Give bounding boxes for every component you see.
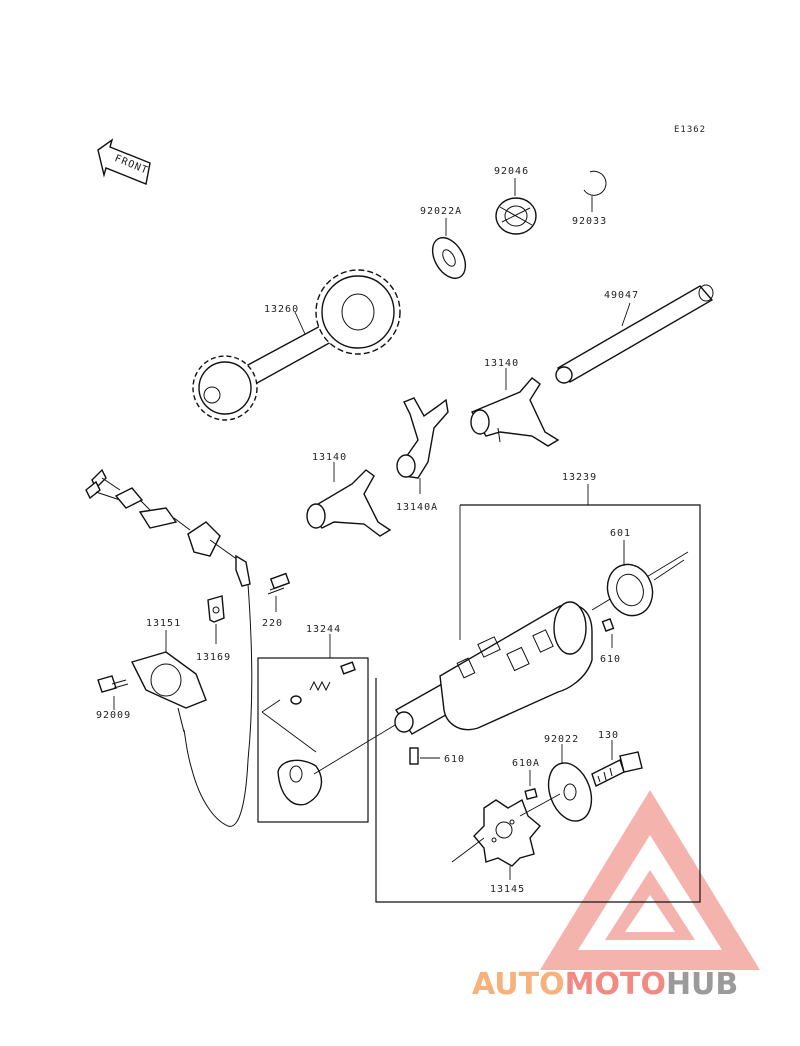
shift-fork-center xyxy=(396,397,449,479)
label-92033: 92033 xyxy=(572,216,607,227)
watermark-text: AUTOMOTOHUB xyxy=(472,967,738,1002)
pin-610-b-icon xyxy=(409,747,419,765)
pin-icon xyxy=(340,661,356,675)
spring-icon xyxy=(309,680,331,692)
box-13244 xyxy=(257,657,369,823)
shift-drum xyxy=(394,551,689,735)
label-13260: 13260 xyxy=(264,304,299,315)
label-13151: 13151 xyxy=(146,618,181,629)
label-220: 220 xyxy=(262,618,283,629)
label-130: 130 xyxy=(598,730,619,741)
box-13239 xyxy=(375,504,701,903)
washer-92022 xyxy=(547,762,593,822)
diagram-code: E1362 xyxy=(674,125,706,135)
shift-fork-left xyxy=(306,469,392,537)
label-92022A: 92022A xyxy=(420,206,462,217)
label-13169: 13169 xyxy=(196,652,231,663)
label-92022: 92022 xyxy=(544,734,579,745)
ball-icon xyxy=(290,695,302,705)
label-13145: 13145 xyxy=(490,884,525,895)
label-13140-b: 13140 xyxy=(312,452,347,463)
label-13140-a: 13140 xyxy=(484,358,519,369)
label-92009: 92009 xyxy=(96,710,131,721)
bolt-220-icon xyxy=(267,572,291,595)
needle-bearing xyxy=(495,197,537,235)
star-cam xyxy=(473,798,541,867)
watermark-moto: MOTO xyxy=(565,967,666,1002)
label-92046: 92046 xyxy=(494,166,529,177)
watermark-hub: HUB xyxy=(666,967,738,1002)
drum-end-cam xyxy=(277,759,323,806)
shift-rod xyxy=(555,284,714,384)
label-13239: 13239 xyxy=(562,472,597,483)
label-13244: 13244 xyxy=(306,624,341,635)
drum-bearing xyxy=(606,563,654,617)
label-610-a: 610 xyxy=(600,654,621,665)
watermark-auto: AUTO xyxy=(472,967,565,1002)
label-601: 601 xyxy=(610,528,631,539)
label-13140A: 13140A xyxy=(396,502,438,513)
watermark-logo-icon xyxy=(540,790,760,970)
screw-92009-icon xyxy=(97,675,129,693)
front-arrow-icon: FRONT xyxy=(97,138,151,185)
label-49047: 49047 xyxy=(604,290,639,301)
gear-shaft xyxy=(192,269,401,421)
pin-610-a-icon xyxy=(601,618,615,632)
bolt-130-icon xyxy=(591,751,643,787)
label-610-b: 610 xyxy=(444,754,465,765)
shift-fork-right xyxy=(470,377,560,447)
label-610A: 610A xyxy=(512,758,540,769)
neutral-switch-wire xyxy=(85,468,253,827)
neutral-switch xyxy=(130,651,207,733)
pin-610A-icon xyxy=(524,787,538,801)
